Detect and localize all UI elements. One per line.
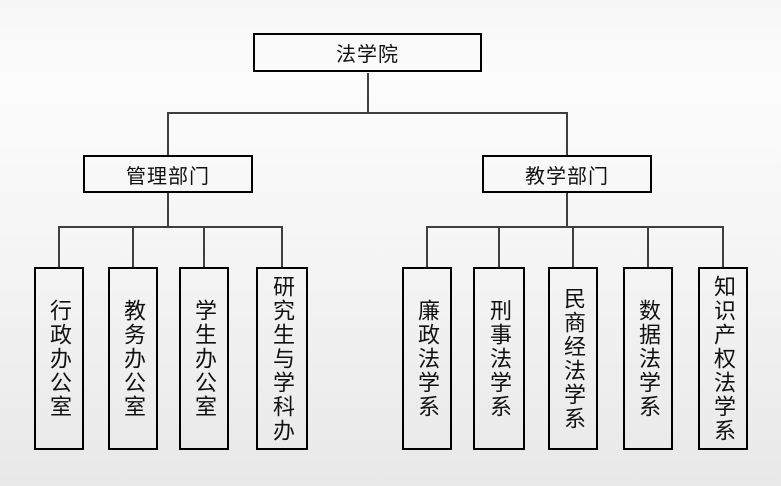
connector-line [367, 73, 369, 112]
branch-box-teaching: 教学部门 [482, 155, 652, 193]
dept-box-label: 民商经法学系 [561, 286, 586, 431]
dept-box-label: 行政办公室 [47, 298, 72, 419]
dept-box-ip-law: 知识产权法学系 [698, 267, 748, 450]
dept-box-label: 教务办公室 [121, 298, 146, 419]
dept-box-student-office: 学生办公室 [179, 267, 229, 450]
dept-box-data-law: 数据法学系 [623, 267, 673, 450]
dept-box-label: 知识产权法学系 [711, 274, 736, 443]
dept-box-label: 学生办公室 [192, 298, 217, 419]
connector-line [58, 226, 283, 228]
dept-box-admin-office: 行政办公室 [34, 267, 84, 450]
connector-line [132, 226, 134, 267]
dept-box-academic-affairs-office: 教务办公室 [108, 267, 158, 450]
branch-box-management: 管理部门 [83, 155, 253, 193]
connector-line [58, 226, 60, 267]
dept-box-criminal-law: 刑事法学系 [473, 267, 525, 450]
dept-box-anticorruption-law: 廉政法学系 [402, 267, 452, 450]
connector-line [203, 226, 205, 267]
branch-box-label: 管理部门 [126, 165, 210, 188]
connector-line [426, 226, 724, 228]
root-box-label: 法学院 [336, 44, 399, 66]
connector-line [167, 193, 169, 226]
dept-box-label: 廉政法学系 [415, 298, 440, 419]
connector-line [566, 112, 568, 155]
dept-box-label: 数据法学系 [636, 298, 661, 419]
connector-line [498, 226, 500, 267]
dept-box-graduate-discipline-office: 研究生与学科办 [256, 267, 308, 450]
dept-box-label: 研究生与学科办 [270, 274, 295, 443]
root-box: 法学院 [253, 33, 482, 72]
connector-line [722, 226, 724, 267]
connector-line [647, 226, 649, 267]
dept-box-label: 刑事法学系 [487, 298, 512, 419]
connector-line [426, 226, 428, 267]
connector-line [281, 226, 283, 267]
connector-line [566, 193, 568, 226]
dept-box-civil-commercial-economic-law: 民商经法学系 [548, 267, 598, 450]
connector-line [167, 112, 568, 114]
connector-line [572, 226, 574, 267]
connector-line [167, 112, 169, 155]
branch-box-label: 教学部门 [525, 165, 609, 188]
